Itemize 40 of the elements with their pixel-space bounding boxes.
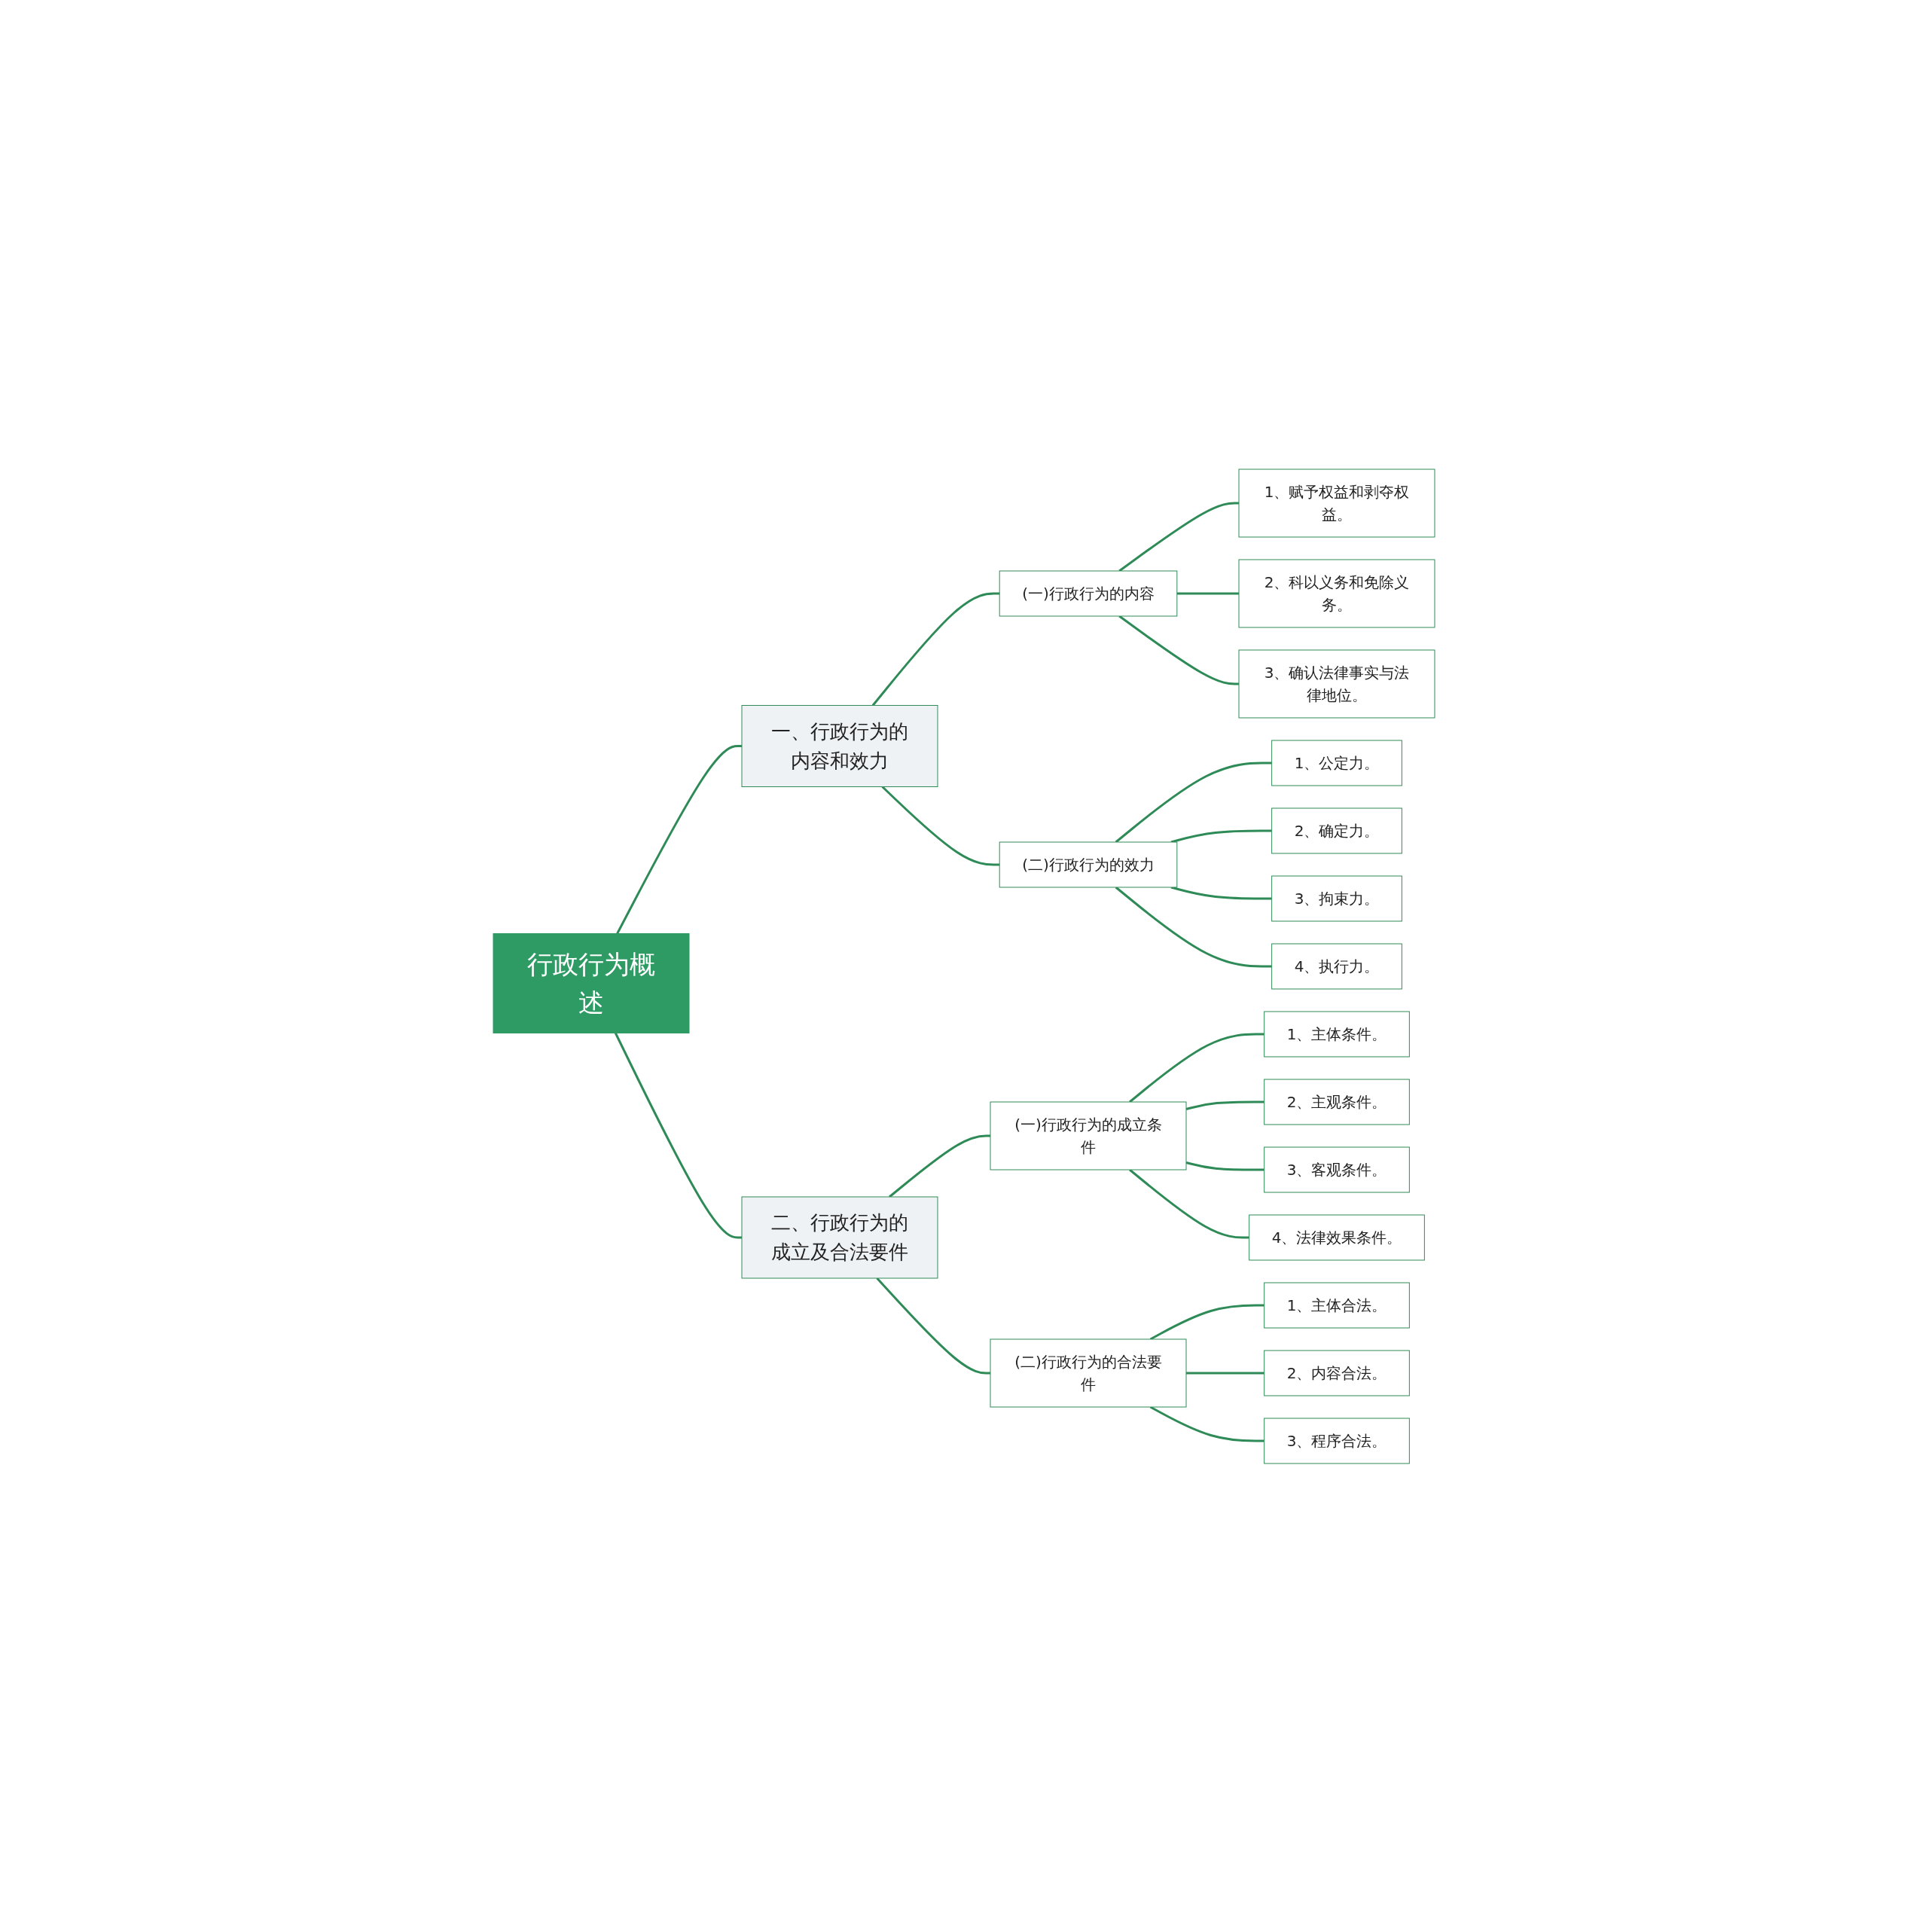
node-box: 3、确认法律事实与法律地位。 (1238, 649, 1435, 718)
node-box: 3、客观条件。 (1264, 1146, 1410, 1192)
node-box: 4、执行力。 (1271, 943, 1402, 989)
connector (1149, 1304, 1264, 1340)
connector (1170, 886, 1272, 899)
node-box: 二、行政行为的成立及合法要件 (741, 1196, 938, 1278)
node-box: 1、主体条件。 (1264, 1011, 1410, 1057)
node-box: 2、确定力。 (1271, 807, 1402, 853)
connector (1129, 1033, 1264, 1103)
connector (1170, 829, 1272, 843)
node-box: 3、拘束力。 (1271, 875, 1402, 921)
connector (1186, 1372, 1264, 1374)
node-box: 行政行为概述 (493, 932, 690, 1033)
node-box: (二)行政行为的合法要件 (990, 1338, 1187, 1407)
node-box: 1、赋予权益和剥夺权益。 (1238, 469, 1435, 537)
connector (889, 1134, 990, 1198)
connector (1115, 886, 1272, 967)
connector (871, 592, 1000, 706)
node-box: 2、内容合法。 (1264, 1350, 1410, 1396)
connector (876, 1277, 990, 1374)
node-box: 2、主观条件。 (1264, 1079, 1410, 1125)
connector (614, 1032, 742, 1238)
connector (1185, 1100, 1264, 1110)
connector (1118, 615, 1239, 685)
connector (1129, 1168, 1249, 1238)
connector (616, 744, 742, 934)
connector (1185, 1161, 1264, 1170)
node-box: (二)行政行为的效力 (999, 841, 1178, 887)
node-box: 2、科以义务和免除义务。 (1238, 559, 1435, 627)
node-box: 1、主体合法。 (1264, 1282, 1410, 1328)
node-box: 一、行政行为的内容和效力 (741, 704, 938, 787)
node-box: 4、法律效果条件。 (1249, 1214, 1425, 1260)
node-box: 1、公定力。 (1271, 740, 1402, 786)
node-box: (一)行政行为的内容 (999, 570, 1178, 616)
connector (1115, 762, 1272, 843)
node-box: 3、程序合法。 (1264, 1418, 1410, 1463)
connector (1149, 1406, 1264, 1442)
node-box: (一)行政行为的成立条件 (990, 1101, 1187, 1170)
connector (1176, 592, 1239, 594)
connector (1118, 502, 1239, 572)
